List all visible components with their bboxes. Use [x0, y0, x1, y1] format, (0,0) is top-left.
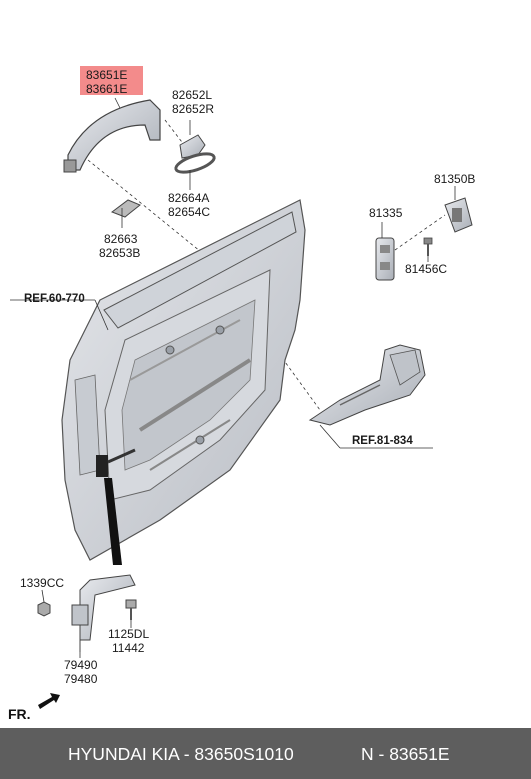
- label-nut: 1339CC: [20, 576, 65, 590]
- checker-pointer: [104, 478, 122, 565]
- footer-part-number: N - 83651E: [361, 744, 450, 764]
- label-handle-a: 83651E: [86, 68, 128, 82]
- label-striker: 81350B: [434, 172, 476, 186]
- label-ref-latch: REF.81-834: [352, 435, 413, 447]
- rear-door-panel: [61, 199, 306, 561]
- handle-pad: [110, 199, 141, 218]
- label-leaders: [10, 97, 456, 658]
- label-checker-b: 79480: [64, 672, 98, 686]
- front-direction-label: FR.: [8, 706, 31, 722]
- front-arrow-icon: [38, 693, 60, 709]
- handle-gasket: [174, 152, 216, 174]
- label-ref-door: REF.60-770: [24, 293, 85, 305]
- label-handle-b: 83661E: [86, 82, 128, 96]
- label-checker-bolt-b: 11442: [112, 641, 145, 655]
- label-striker-plate: 81335: [369, 206, 403, 220]
- label-pad-a: 82663: [104, 232, 138, 246]
- checker-nut: [37, 601, 51, 617]
- door-checker: [71, 574, 136, 652]
- label-gasket-a: 82664A: [168, 191, 210, 205]
- label-cover-a: 82652L: [172, 88, 213, 102]
- outside-handle: [63, 99, 161, 173]
- label-bolt: 81456C: [405, 262, 448, 276]
- footer-bar: HYUNDAI KIA - 83650S1010 N - 83651E: [0, 728, 531, 779]
- latch-assembly: [308, 344, 426, 426]
- handle-cover: [179, 134, 206, 159]
- checker-bolt: [125, 599, 137, 620]
- footer-brand-code: HYUNDAI KIA - 83650S1010: [68, 744, 294, 764]
- label-cover-b: 82652R: [172, 102, 215, 116]
- label-gasket-b: 82654C: [168, 205, 211, 219]
- label-pad-b: 82653B: [99, 246, 141, 260]
- striker-bolt: [423, 237, 433, 256]
- striker-plate: [375, 237, 395, 281]
- door-striker: [444, 197, 473, 233]
- label-highlight: [80, 66, 143, 95]
- label-checker-bolt-a: 1125DL: [108, 627, 150, 641]
- label-checker-a: 79490: [64, 658, 98, 672]
